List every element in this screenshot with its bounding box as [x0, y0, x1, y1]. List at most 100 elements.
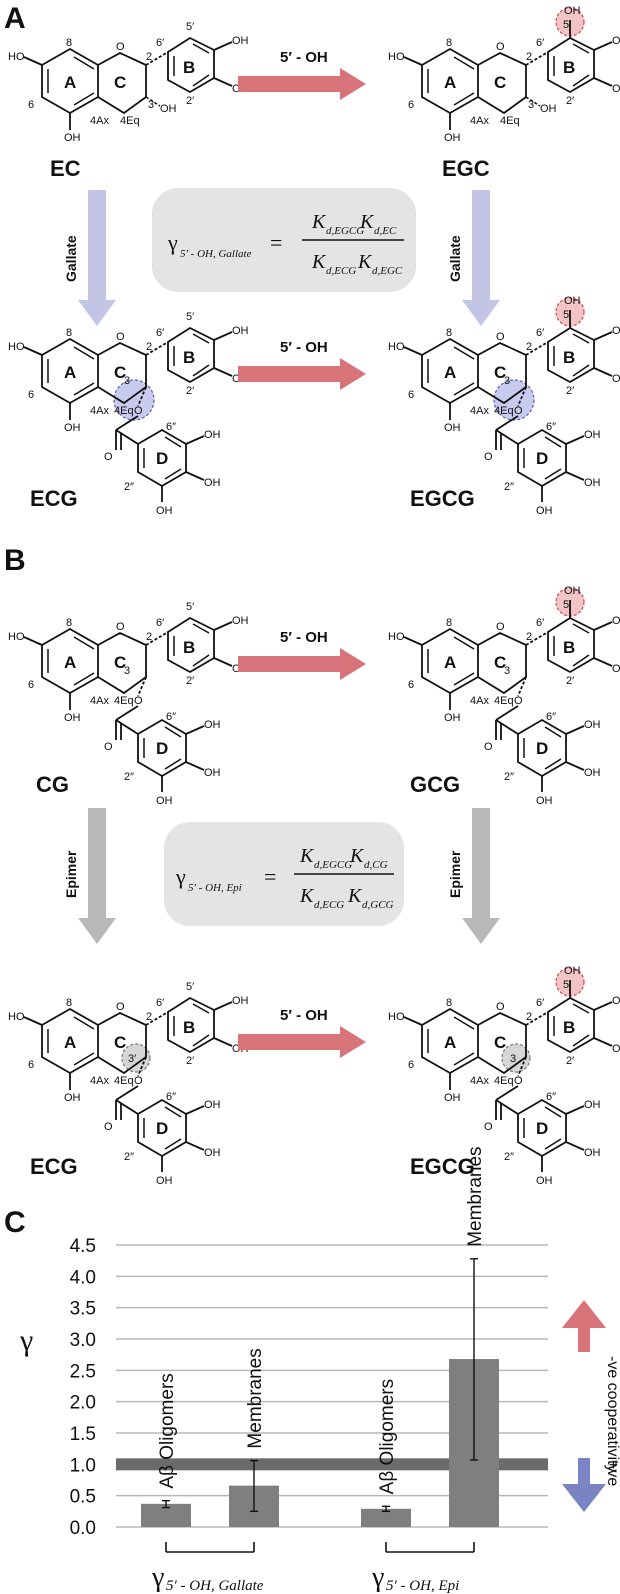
svg-text:HO: HO — [388, 1011, 405, 1023]
panel-a-letter: A — [4, 2, 26, 35]
svg-text:OH: OH — [204, 1147, 221, 1159]
bar — [141, 1503, 191, 1527]
svg-text:HO: HO — [8, 51, 25, 63]
panel-c-letter: C — [4, 1206, 26, 1239]
svg-text:d,ECG: d,ECG — [314, 899, 344, 911]
svg-text:OH: OH — [612, 373, 620, 385]
svg-text:4Ax: 4Ax — [90, 115, 109, 127]
svg-text:2′: 2′ — [566, 1055, 574, 1067]
svg-text:6″: 6″ — [546, 1091, 556, 1103]
svg-text:C: C — [114, 653, 126, 672]
svg-text:d,EGCG: d,EGCG — [314, 859, 352, 871]
svg-text:4Eq: 4Eq — [114, 695, 134, 707]
label-ec: EC — [50, 156, 81, 181]
arrow-label-a-top: 5′ - OH — [280, 49, 328, 66]
arrow-5oh-b-top — [238, 648, 366, 680]
chart-ylabel: γ — [19, 1324, 33, 1357]
svg-text:OH: OH — [444, 132, 461, 144]
svg-text:OH: OH — [612, 325, 620, 337]
group-gamma: γ — [371, 1562, 384, 1593]
positive-cooperativity-arrow — [562, 1458, 606, 1512]
errorbar-layer — [162, 1258, 478, 1513]
svg-text:2: 2 — [146, 51, 152, 63]
molecule-ec: HO OH OH OH O A C B 8 6 2 3 5′ 6′ 2′ 4Ax… — [8, 21, 249, 144]
svg-text:5′: 5′ — [186, 311, 194, 323]
group-gamma: γ — [151, 1562, 164, 1593]
panel-b-letter: B — [4, 544, 26, 577]
svg-text:OH: OH — [612, 83, 620, 95]
label-ecg-b: ECG — [30, 1154, 78, 1179]
arrow-epimer-left — [78, 808, 116, 944]
svg-text:K: K — [311, 251, 327, 273]
svg-text:A: A — [64, 363, 76, 382]
svg-text:2″: 2″ — [124, 481, 134, 493]
svg-text:6′: 6′ — [536, 997, 544, 1009]
svg-text:6″: 6″ — [166, 421, 176, 433]
y-tick-label: 1.0 — [70, 1455, 96, 1476]
svg-text:OH: OH — [584, 719, 601, 731]
svg-text:2: 2 — [526, 631, 532, 643]
y-tick-label: 2.5 — [70, 1361, 96, 1382]
svg-text:OH: OH — [160, 103, 177, 115]
svg-text:d,GCG: d,GCG — [362, 899, 394, 911]
svg-text:OH: OH — [612, 1043, 620, 1055]
svg-text:4Eq: 4Eq — [500, 115, 520, 127]
svg-text:6: 6 — [28, 389, 34, 401]
svg-text:2′: 2′ — [186, 385, 194, 397]
svg-text:HO: HO — [388, 631, 405, 643]
svg-text:3: 3 — [148, 99, 154, 111]
svg-text:OH: OH — [564, 585, 581, 597]
svg-text:O: O — [116, 331, 125, 343]
svg-text:5′: 5′ — [563, 979, 571, 991]
svg-text:OH: OH — [204, 429, 221, 441]
svg-text:3′: 3′ — [128, 1053, 136, 1065]
svg-text:8: 8 — [446, 617, 452, 629]
svg-text:OH: OH — [564, 965, 581, 977]
svg-text:OH: OH — [204, 767, 221, 779]
svg-text:OH: OH — [584, 1099, 601, 1111]
svg-text:OH: OH — [612, 35, 620, 47]
svg-text:4Eq: 4Eq — [494, 405, 514, 417]
arrow-5oh-b-bottom — [238, 1026, 366, 1058]
svg-text:K: K — [347, 885, 363, 907]
bar — [361, 1508, 411, 1527]
arrow-gallate-right — [462, 190, 500, 326]
y-tick-labels: 0.00.51.01.52.02.53.03.54.04.5 — [70, 1236, 96, 1539]
svg-text:K: K — [359, 211, 375, 233]
svg-text:K: K — [357, 251, 373, 273]
svg-text:6′: 6′ — [536, 37, 544, 49]
svg-text:6: 6 — [408, 1059, 414, 1071]
svg-text:5′: 5′ — [563, 599, 571, 611]
svg-text:2: 2 — [526, 51, 532, 63]
svg-text:C: C — [114, 73, 126, 92]
svg-text:HO: HO — [388, 51, 405, 63]
svg-text:2′: 2′ — [186, 95, 194, 107]
y-tick-label: 2.0 — [70, 1393, 96, 1414]
svg-text:4Ax: 4Ax — [470, 115, 489, 127]
svg-text:2″: 2″ — [124, 1151, 134, 1163]
svg-text:OH: OH — [64, 712, 81, 724]
svg-text:OH: OH — [584, 429, 601, 441]
y-tick-label: 1.5 — [70, 1424, 96, 1445]
svg-text:K: K — [349, 845, 365, 867]
svg-text:A: A — [64, 73, 76, 92]
svg-text:2″: 2″ — [504, 481, 514, 493]
svg-text:A: A — [444, 73, 456, 92]
label-cg: CG — [36, 772, 69, 797]
svg-text:O: O — [484, 451, 493, 463]
gallate-label-right: Gallate — [447, 235, 463, 282]
chart-panel-c: C γ 0.00.51.01.52.02.53.03.54.04.5 Aβ Ol… — [4, 1146, 620, 1594]
molecule-egc: HO OH OH OH OH O A C B 8 6 2 3 5′ 6′ 2′ … — [388, 5, 620, 144]
negative-cooperativity-arrow — [562, 1300, 606, 1352]
svg-text:6: 6 — [408, 99, 414, 111]
svg-text:2′: 2′ — [186, 1055, 194, 1067]
epimer-label-right: Epimer — [447, 850, 463, 898]
svg-text:γ: γ — [175, 864, 186, 889]
svg-text:A: A — [444, 363, 456, 382]
group-bracket — [385, 1542, 475, 1553]
svg-text:C: C — [114, 363, 126, 382]
svg-text:6′: 6′ — [156, 37, 164, 49]
svg-text:OH: OH — [232, 35, 249, 47]
svg-text:OH: OH — [204, 719, 221, 731]
